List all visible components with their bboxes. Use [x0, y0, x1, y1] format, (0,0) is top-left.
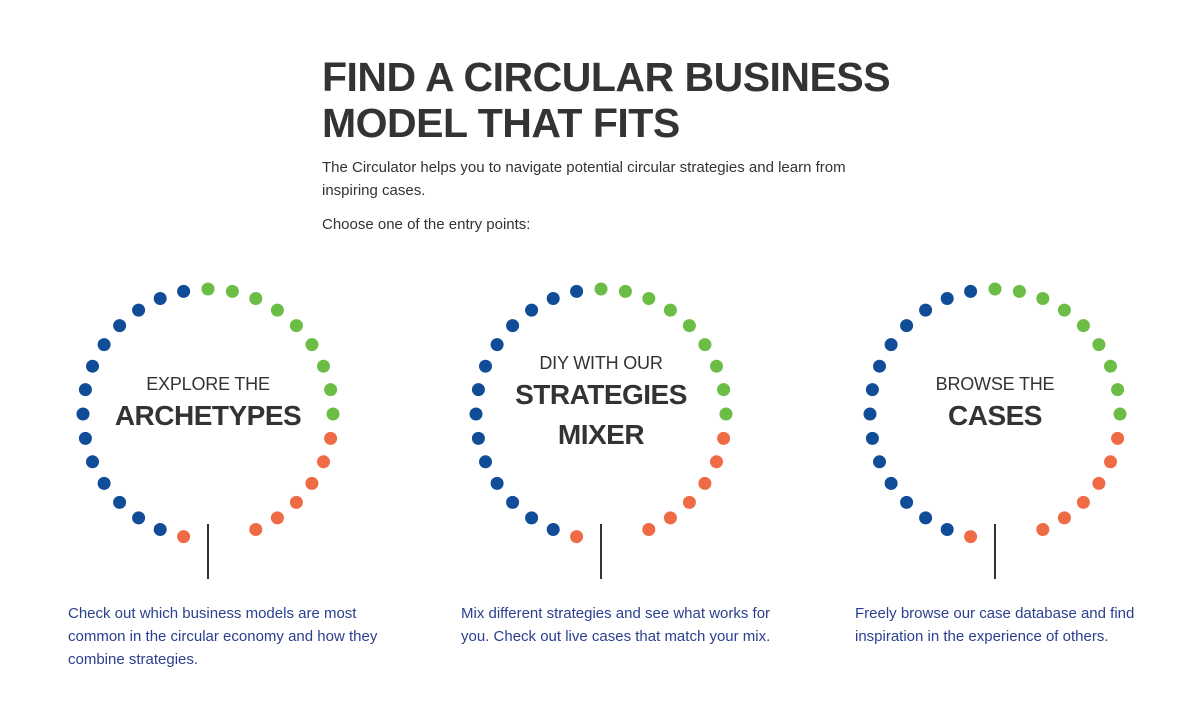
archetypes-label: EXPLORE THE ARCHETYPES: [68, 372, 348, 436]
choose-prompt: Choose one of the entry points:: [322, 216, 531, 233]
mixer-label-large-2: MIXER: [557, 419, 645, 450]
mixer-label-small: DIY WITH OUR: [539, 353, 663, 373]
dot-ring-icon: [469, 282, 733, 579]
hero-section: FIND A CIRCULAR BUSINESS MODEL THAT FITS…: [322, 54, 922, 236]
cases-wheel-button[interactable]: BROWSE THE CASES: [855, 272, 1135, 582]
archetypes-label-small: EXPLORE THE: [146, 374, 270, 394]
entry-cases: BROWSE THE CASES Freely browse our case …: [855, 272, 1135, 645]
page-title: FIND A CIRCULAR BUSINESS MODEL THAT FITS: [322, 54, 922, 146]
mixer-label: DIY WITH OUR STRATEGIES MIXER: [461, 351, 741, 455]
archetypes-description: Check out which business models are most…: [68, 605, 378, 668]
entry-strategies-mixer: DIY WITH OUR STRATEGIES MIXER Mix differ…: [461, 272, 770, 645]
mixer-description: Mix different strategies and see what wo…: [461, 605, 771, 645]
cases-label-small: BROWSE THE: [935, 374, 1055, 394]
cases-label-large: CASES: [948, 400, 1042, 431]
archetypes-wheel-button[interactable]: EXPLORE THE ARCHETYPES: [68, 272, 348, 582]
archetypes-label-large: ARCHETYPES: [114, 400, 302, 431]
cases-description: Freely browse our case database and find…: [855, 605, 1135, 645]
cases-label: BROWSE THE CASES: [855, 372, 1135, 436]
dot-ring-icon: [76, 282, 340, 579]
dot-ring-icon: [863, 282, 1127, 579]
title-line-2: MODEL THAT FITS: [322, 100, 680, 146]
title-line-1: FIND A CIRCULAR BUSINESS: [322, 54, 891, 100]
mixer-wheel-button[interactable]: DIY WITH OUR STRATEGIES MIXER: [461, 272, 741, 582]
intro-text: The Circulator helps you to navigate pot…: [322, 159, 846, 199]
entry-archetypes: EXPLORE THE ARCHETYPES Check out which b…: [68, 272, 377, 668]
mixer-label-large: STRATEGIES: [515, 379, 687, 410]
